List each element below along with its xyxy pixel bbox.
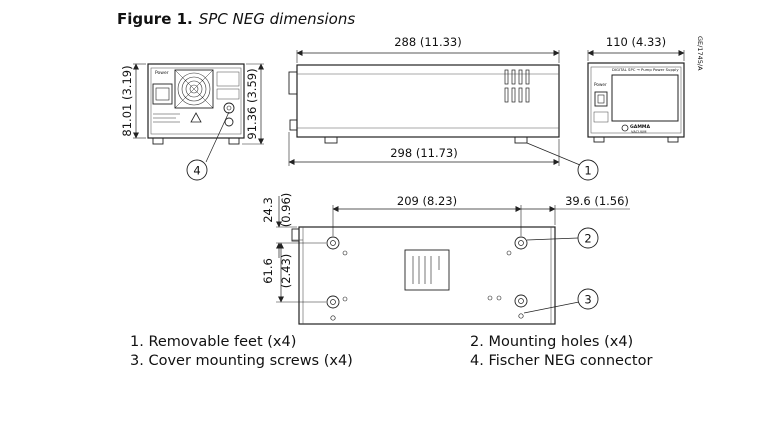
callout-4 (186, 159, 208, 181)
mounting-hole (487, 294, 528, 308)
callout-2-label: 2 (584, 232, 591, 246)
legend-item-fischer-connector: 4. Fischer NEG connector (470, 353, 653, 369)
legend-item-removable-feet: 1. Removable feet (x4) (130, 334, 297, 350)
dim-hole-spacing-y-in: (2.43) (279, 254, 293, 289)
document-code: GE/1745/A (696, 36, 704, 71)
dim-hole-spacing-x: 209 (8.23) (397, 194, 457, 208)
callout-3 (577, 288, 599, 310)
dim-top-offset-in: (0.96) (279, 193, 293, 228)
rating-label-plate (404, 249, 450, 291)
legend-right: 2. Mounting holes (x4) 4. Fischer NEG co… (470, 333, 652, 371)
spc-panel-label: DIGITAL SPC → Pump Power Supply (612, 67, 679, 72)
dim-hole-spacing-y-mm: 61.6 (261, 258, 275, 284)
vacuum-brand: VACUUM (631, 130, 647, 134)
power-label: Power (155, 70, 169, 76)
side-view: 288 (11.33) 298 (11.73) 1 (288, 35, 599, 181)
dim-front-height: 81.01 (3.19) (120, 65, 134, 136)
callout-4-label: 4 (193, 164, 200, 178)
mounting-hole (506, 236, 528, 256)
end-view: DIGITAL SPC → Pump Power Supply Power GA… (587, 35, 704, 143)
callout-2 (577, 227, 599, 249)
cover-screw (330, 315, 336, 321)
dim-hole-edge-offset: 39.6 (1.56) (565, 194, 629, 208)
legend-left: 1. Removable feet (x4) 3. Cover mounting… (130, 333, 353, 371)
fischer-connector-icon (223, 102, 235, 114)
cover-screw (518, 313, 524, 319)
legend-item-cover-screws: 3. Cover mounting screws (x4) (130, 353, 353, 369)
dim-top-offset-mm: 24.3 (261, 197, 275, 223)
fan-grille-icon (174, 69, 214, 109)
figure-caption: Figure 1. SPC NEG dimensions (117, 10, 355, 28)
mounting-hole (326, 236, 348, 256)
warning-triangle-icon (190, 112, 202, 123)
power-switch-icon (594, 91, 608, 107)
mounting-hole (326, 295, 348, 309)
dim-side-length-total: 298 (11.73) (390, 146, 458, 160)
gamma-brand: GAMMA (630, 124, 650, 130)
callout-3-label: 3 (584, 293, 591, 307)
end-power-label: Power (594, 82, 607, 87)
bottom-view: 209 (8.23) 39.6 (1.56) 24.3 (0.96) 61.6 … (261, 193, 630, 325)
callout-1 (577, 159, 599, 181)
legend-item-mounting-holes: 2. Mounting holes (x4) (470, 334, 634, 350)
callout-1-label: 1 (584, 164, 591, 178)
dim-side-length: 288 (11.33) (394, 35, 462, 49)
power-inlet-icon (152, 83, 173, 105)
gamma-logo-icon (621, 124, 629, 132)
figure-title: SPC NEG dimensions (198, 10, 356, 28)
figure-label: Figure 1. (117, 10, 193, 28)
dim-end-width: 110 (4.33) (606, 35, 666, 49)
dim-front-height-total: 91.36 (3.59) (245, 68, 259, 139)
removable-foot (514, 136, 528, 144)
front-view: Power 81.01 (3.19) (120, 63, 264, 181)
vent-slots-icon (504, 69, 530, 103)
